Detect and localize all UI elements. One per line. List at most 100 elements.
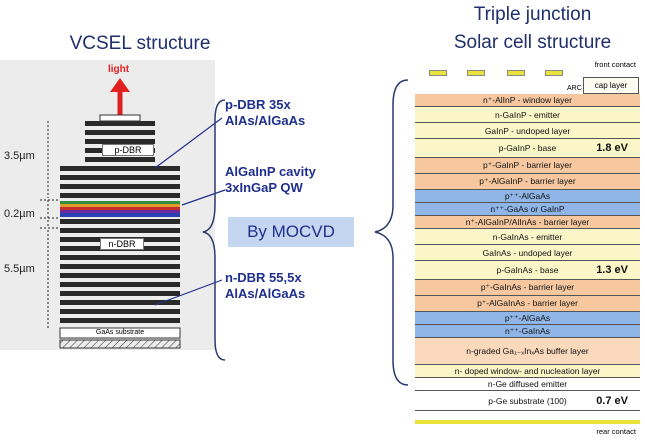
layer-label: GaInAs - undoped layer	[482, 247, 573, 258]
layer-label: p⁺⁺-AlGaAs	[504, 312, 551, 323]
rear-contact-bar	[415, 420, 640, 424]
dim-label-top: 3.5µm	[4, 150, 35, 162]
n-dbr-stripe	[60, 318, 180, 323]
callout-pdbr-line2: AlAs/AlGaAs	[225, 113, 306, 128]
top-contact	[99, 114, 141, 122]
n-dbr-stripe	[60, 300, 180, 305]
p-dbr-stripe	[60, 184, 180, 189]
callout-ndbr-line2: AlAs/AlGaAs	[225, 286, 306, 301]
layer-row: n-GaInP - emitter	[415, 107, 640, 123]
layer-row: n⁺-AlInP - window layer	[415, 94, 640, 107]
n-dbr-stripe	[60, 282, 180, 287]
front-contact-finger	[545, 70, 563, 76]
cavity-layer-green	[60, 201, 180, 204]
layer-label: p-GaInAs - base	[496, 265, 559, 275]
p-dbr-stripe	[60, 175, 180, 180]
light-arrow-head	[110, 78, 130, 92]
layer-label: n⁺⁺-GaInAs	[505, 325, 550, 336]
layer-label: n-Ge diffused emitter	[487, 379, 568, 389]
p-dbr-stripe	[85, 130, 155, 135]
cavity-layer-blue	[60, 213, 180, 217]
n-dbr-stripe	[60, 219, 180, 224]
solar-title: Triple junction Solar cell structure	[420, 4, 645, 54]
layer-row: n-GaInAs - emitter	[415, 229, 640, 245]
dim-label-bot: 5.5µm	[4, 263, 35, 275]
layer-row: p⁺-GaInP - barrier layer	[415, 158, 640, 174]
front-contact-finger	[507, 70, 525, 76]
arc-label: ARC	[567, 85, 582, 92]
layer-row: n⁺⁺-GaInAs	[415, 325, 640, 338]
callout-pdbr: p-DBR 35x AlAs/AlGaAs	[225, 97, 305, 129]
mocvd-label: By MOCVD	[228, 217, 354, 247]
callout-line-ndbr	[154, 279, 223, 306]
substrate-hatch	[59, 339, 181, 349]
cavity-layer-orange	[60, 204, 180, 207]
callout-cavity-line2: 3xInGaP QW	[225, 180, 303, 195]
bandgap-label: 0.7 eV	[596, 394, 628, 407]
layer-label: p-Ge substrate (100)	[488, 395, 567, 406]
p-dbr-stripe	[60, 166, 180, 171]
cavity-layer-purple	[60, 210, 180, 213]
layer-row: n- doped window- and nucleation layer	[415, 365, 640, 378]
layer-label: n-graded Ga₁₋ₓInₓAs buffer layer	[466, 345, 589, 356]
callout-cavity-line1: AlGaInP cavity	[225, 164, 316, 179]
bandgap-label: 1.3 eV	[596, 264, 628, 276]
substrate-label: GaAs substrate	[95, 329, 145, 336]
bandgap-label: 1.8 eV	[596, 142, 628, 154]
layer-row: p⁺-GaInAs - barrier layer	[415, 280, 640, 296]
vcsel-title: VCSEL structure	[69, 33, 211, 54]
p-dbr-stripe	[85, 121, 155, 126]
layer-row: n⁺⁺-GaAs or GaInP	[415, 203, 640, 216]
layer-label: n-GaInP - emitter	[494, 109, 561, 120]
layer-label: p⁺-AlGaInAs - barrier layer	[477, 298, 578, 308]
layer-row: p-GaInAs - base 1.3 eV	[415, 261, 640, 280]
rear-contact-label: rear contact	[596, 427, 636, 436]
layer-row: n-Ge diffused emitter	[415, 378, 640, 391]
callout-line-pdbr	[154, 117, 223, 169]
n-dbr-stripe	[60, 273, 180, 278]
n-dbr-stripe	[60, 264, 180, 269]
layer-row: n⁺-AlGaInP/AlInAs - barrier layer	[415, 216, 640, 229]
layer-label: p⁺⁺-AlGaAs	[504, 190, 551, 201]
layer-label: n⁺-AlInP - window layer	[483, 94, 572, 105]
layer-label: p-GaInP - base	[498, 143, 557, 153]
light-label: light	[108, 64, 130, 75]
callout-line-cavity	[181, 189, 226, 206]
layer-label: n-GaInAs - emitter	[492, 231, 563, 242]
n-dbr-stripe	[60, 291, 180, 296]
layer-row: p⁺⁺-AlGaAs	[415, 190, 640, 203]
p-dbr-stripe	[60, 193, 180, 198]
layer-row: GaInP - undoped layer	[415, 123, 640, 139]
layer-row: n-graded Ga₁₋ₓInₓAs buffer layer	[415, 338, 640, 365]
layer-label: GaInP - undoped layer	[484, 125, 571, 136]
p-dbr-label: p-DBR	[102, 144, 154, 156]
right-brace	[374, 79, 409, 386]
layer-row: GaInAs - undoped layer	[415, 245, 640, 261]
n-dbr-label: n-DBR	[100, 238, 144, 250]
callout-ndbr: n-DBR 55,5x AlAs/AlGaAs	[225, 270, 305, 302]
callout-cavity: AlGaInP cavity 3xInGaP QW	[225, 164, 316, 196]
layer-label: n- doped window- and nucleation layer	[454, 366, 601, 376]
solar-title-line2: Solar cell structure	[453, 32, 612, 53]
callout-pdbr-line1: p-DBR 35x	[225, 97, 291, 112]
n-dbr-stripe	[60, 228, 180, 233]
layer-row: p-Ge substrate (100) 0.7 eV	[415, 391, 640, 411]
layer-label: n⁺-AlGaInP/AlInAs - barrier layer	[465, 216, 590, 227]
gaas-substrate	[59, 327, 181, 339]
cavity-layer-red	[60, 207, 180, 210]
front-contact-finger	[429, 70, 447, 76]
callout-ndbr-line1: n-DBR 55,5x	[225, 270, 302, 285]
layer-label: p⁺-GaInP - barrier layer	[483, 160, 572, 170]
cap-layer-label: cap layer	[594, 81, 628, 90]
n-dbr-stripe	[60, 255, 180, 260]
layer-row: p⁺⁺-AlGaAs	[415, 312, 640, 325]
layer-label: n⁺⁺-GaAs or GaInP	[490, 203, 565, 214]
front-contact-label: front contact	[594, 60, 636, 69]
solar-stack: front contact ARC cap layer n⁺-AlInP - w…	[415, 60, 640, 441]
front-contact-finger	[467, 70, 485, 76]
layer-row: p⁺-AlGaInAs - barrier layer	[415, 296, 640, 312]
layer-row: p⁺-AlGaInP - barrier layer	[415, 174, 640, 190]
solar-title-line1: Triple junction	[473, 4, 592, 25]
layer-row: p-GaInP - base 1.8 eV	[415, 139, 640, 158]
